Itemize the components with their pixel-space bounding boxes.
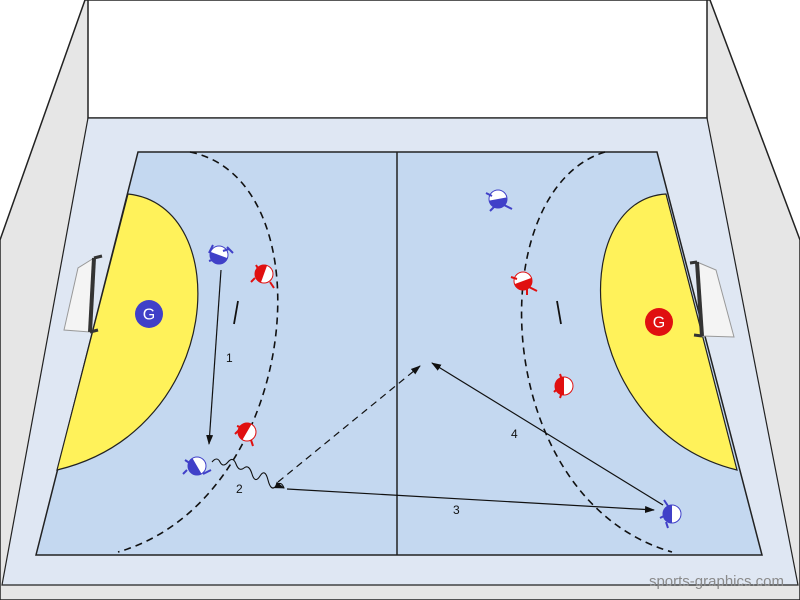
seven-meter-mark-left [233,300,239,325]
dribble-squiggle-icon [211,458,285,489]
back-wall [87,0,708,119]
action-4-label: 4 [511,427,518,441]
goalkeeper-left: G [135,300,163,328]
player-marker-icon [485,189,513,212]
pass-arrow-icon [286,488,655,513]
action-4: 4 [431,362,664,506]
goalkeeper-right-label: G [653,315,665,332]
watermark: sports-graphics.com [648,573,784,590]
goal-net-icon [689,260,735,338]
action-2-label: 2 [236,482,243,496]
playing-court [35,151,763,556]
pass-arrow-icon [274,481,285,489]
action-2: 2 [211,458,285,496]
player-marker-icon [234,422,257,447]
action-3-label: 3 [453,503,460,517]
goal-net-icon [63,254,103,334]
action-3: 3 [286,488,655,517]
goal-area-left [56,193,199,471]
action-1: 1 [206,269,233,445]
pass-arrow-icon [431,362,664,506]
goalkeeper-left-label: G [143,307,155,324]
action-1-label: 1 [226,351,233,365]
player-marker-icon [250,264,275,289]
run-arrow [206,269,222,445]
free-throw-line-left [117,151,279,553]
player-marker-icon [553,373,574,399]
player-marker-icon [510,271,538,295]
player-marker-icon [182,456,212,476]
goalkeeper-right: G [645,308,673,336]
player-marker-icon [208,244,234,265]
player-marker-icon [659,499,682,529]
action-dashed-pass [277,365,421,483]
seven-meter-mark-right [556,300,562,325]
pass-arrow-icon [277,365,421,483]
